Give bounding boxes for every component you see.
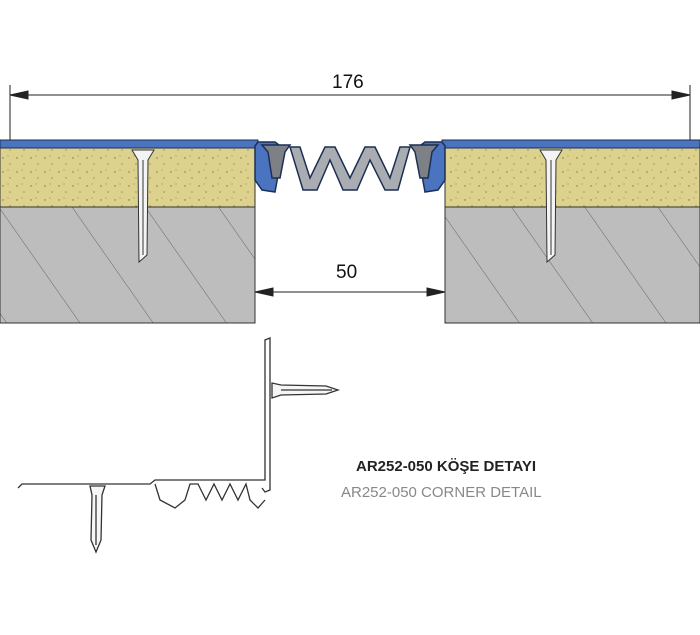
overall-dimension-line (9, 85, 691, 140)
caption-english: AR252-050 CORNER DETAIL (341, 484, 542, 501)
right-slab (441, 139, 700, 324)
anchor-dowel-right (539, 149, 563, 264)
anchor-dowel-left (131, 149, 155, 264)
gap-dimension-line (254, 287, 446, 297)
corner-detail-drawing (17, 337, 341, 554)
joint-profile (254, 141, 446, 193)
gap-dimension-label: 50 (336, 262, 358, 283)
caption-turkish: AR252-050 KÖŞE DETAYI (356, 458, 537, 475)
overall-dimension-label: 176 (332, 72, 364, 93)
left-slab (0, 139, 259, 324)
